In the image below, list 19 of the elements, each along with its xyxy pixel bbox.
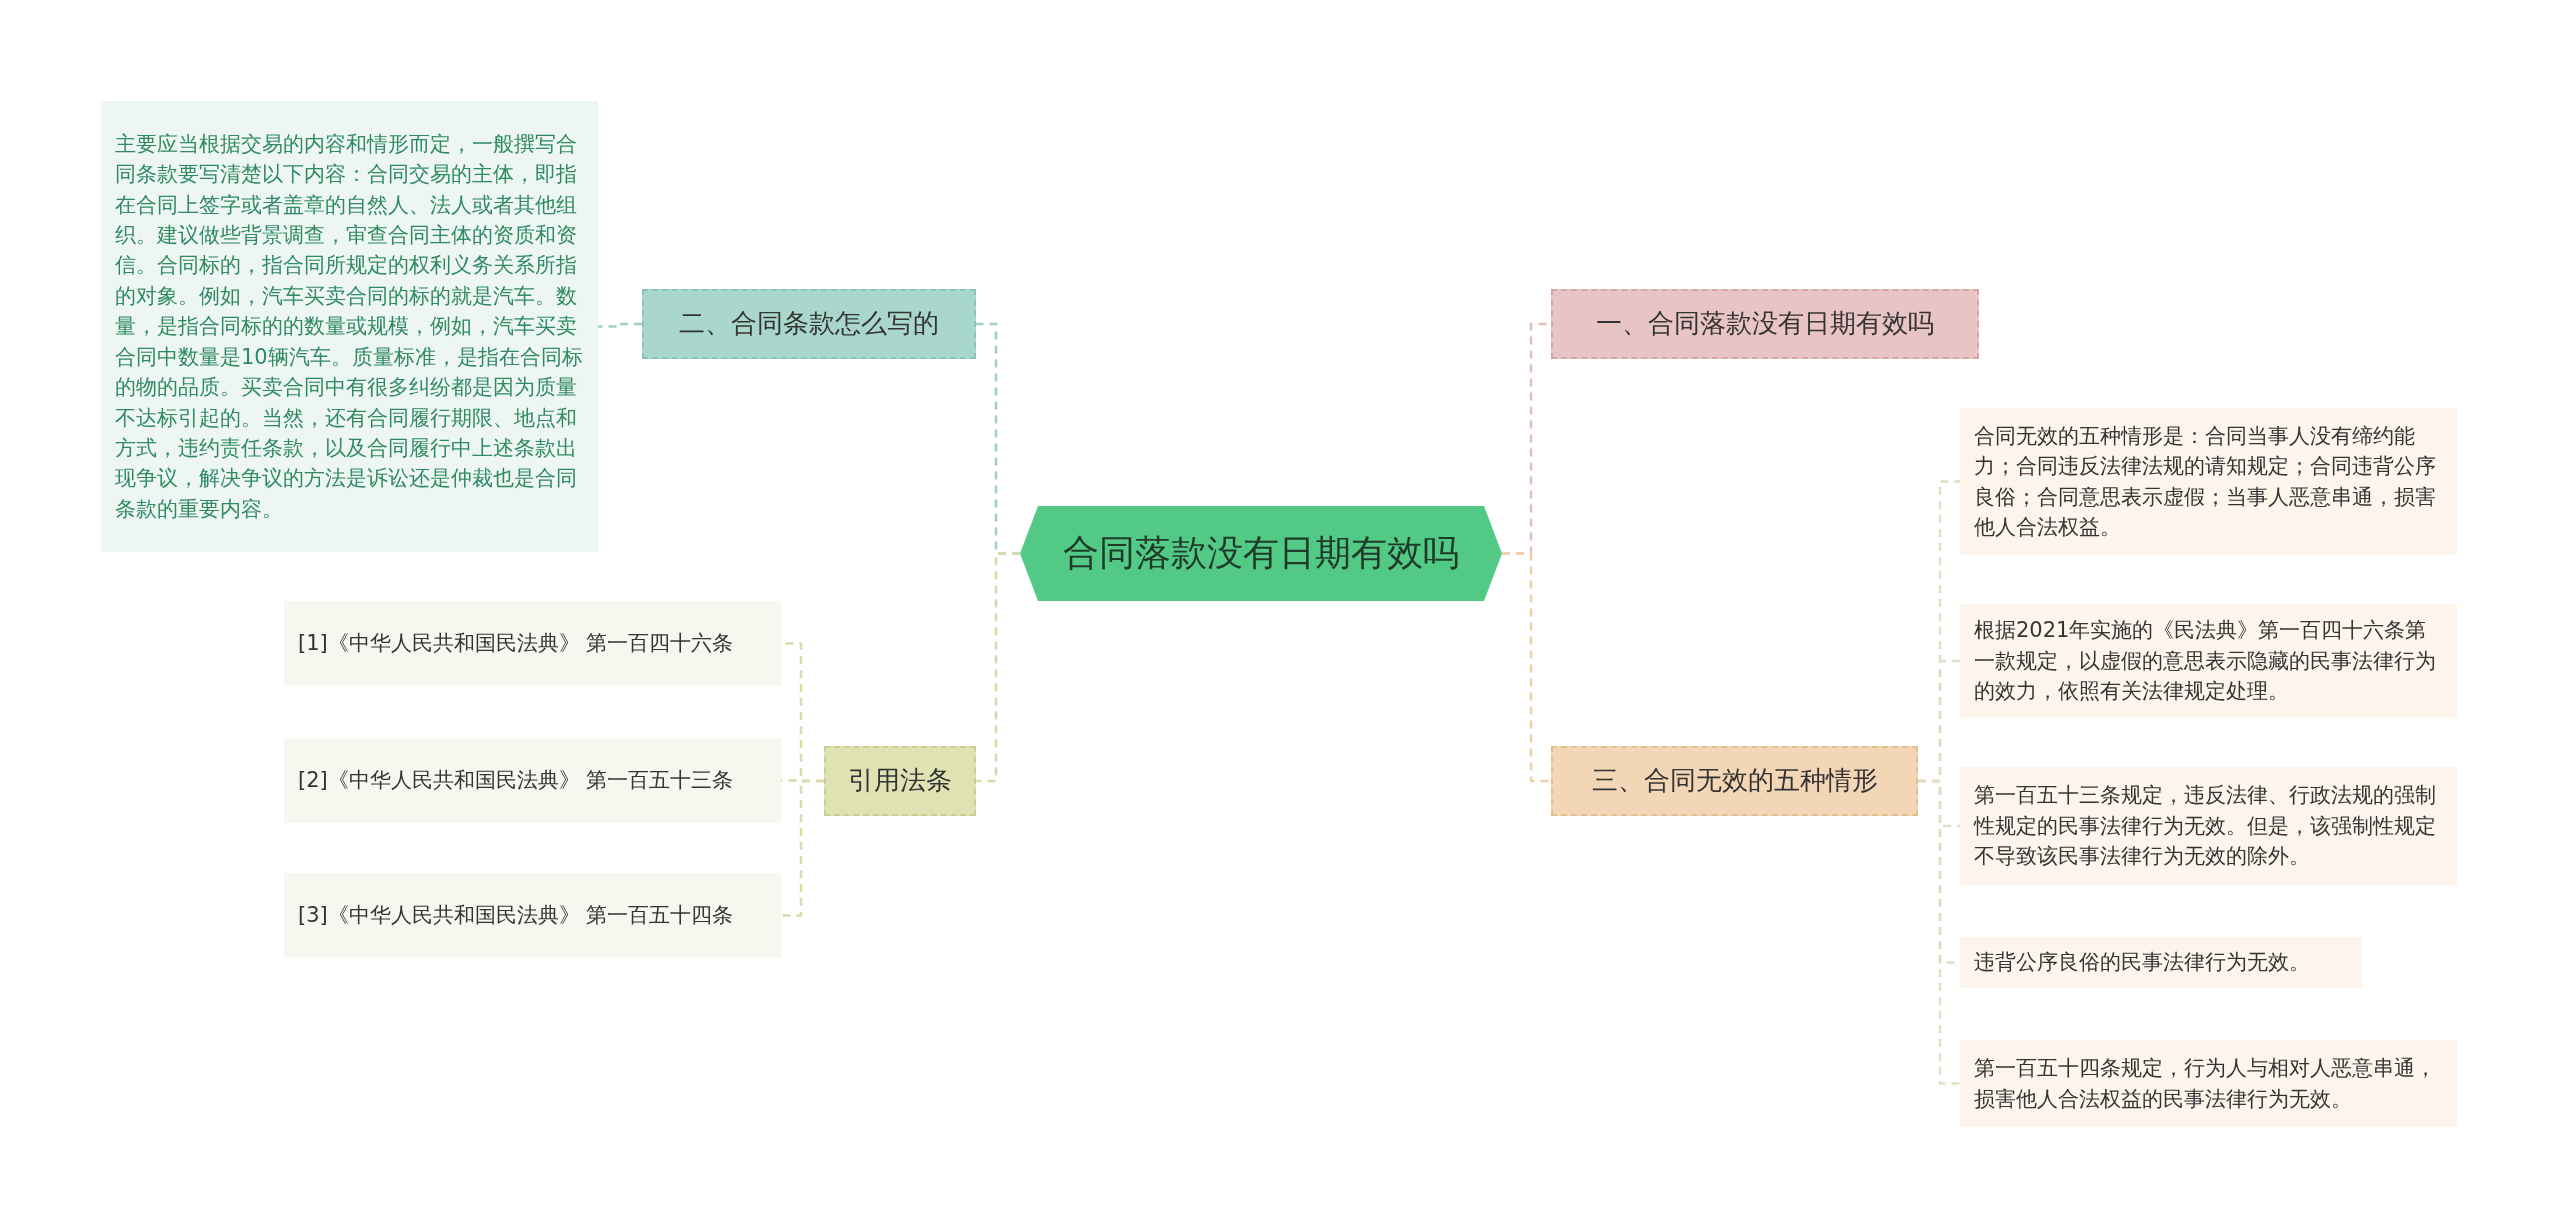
leaf-topic: 合同无效的五种情形是：合同当事人没有缔约能力；合同违反法律法规的请知规定；合同违背公序良俗；合同意思表示虚假；当事人恶意串通，损害他人合法权益。: [1960, 408, 2457, 555]
leaf-topic: 根据2021年实施的《民法典》第一百四十六条第一款规定，以虚假的意思表示隐藏的民事法律行为的效力，依照有关法律规定处理。: [1960, 604, 2457, 718]
leaf-topic: [3]《中华人民共和国民法典》 第一百五十四条: [284, 873, 781, 958]
leaf-topic: 第一百五十三条规定，违反法律、行政法规的强制性规定的民事法律行为无效。但是，该强制性规定不导致该民事法律行为无效的除外。: [1960, 767, 2457, 885]
leaf-topic: [2]《中华人民共和国民法典》 第一百五十三条: [284, 738, 781, 823]
connector-line: [781, 779, 824, 917]
connector-line: [976, 552, 1020, 783]
branch-topic: 二、合同条款怎么写的: [642, 289, 976, 359]
connector-line: [1918, 779, 1960, 1085]
branch-topic: 引用法条: [824, 746, 976, 816]
connector-line: [1502, 552, 1551, 783]
leaf-topic: 违背公序良俗的民事法律行为无效。: [1960, 937, 2362, 988]
leaf-topic: 第一百五十四条规定，行为人与相对人恶意串通，损害他人合法权益的民事法律行为无效。: [1960, 1040, 2457, 1127]
branch-topic: 三、合同无效的五种情形: [1551, 746, 1918, 816]
connector-line: [598, 322, 642, 328]
leaf-topic: [1]《中华人民共和国民法典》 第一百四十六条: [284, 601, 781, 686]
central-topic: 合同落款没有日期有效吗: [1020, 506, 1502, 601]
leaf-topic: 主要应当根据交易的内容和情形而定，一般撰写合同条款要写清楚以下内容：合同交易的主体，即指在合同上签字或者盖章的自然人、法人或者其他组织。建议做些背景调查，审查合同主体的资质和资信。合同标的，指合同所规定的权利义务关系所指的对象。例如，汽车买卖合同的标的就是汽车。数量，是指合同标的的数量或规模，例如，汽车买卖合同中数量是10辆汽车。质量标准，是指在合同标的物的品质。买卖合同中有很多纠纷都是因为质量不达标引起的。当然，还有合同履行期限、地点和方式，违约责任条款，以及合同履行中上述条款出现争议，解决争议的方法是诉讼还是仲裁也是合同条款的重要内容。: [101, 101, 598, 552]
branch-topic: 一、合同落款没有日期有效吗: [1551, 289, 1979, 359]
